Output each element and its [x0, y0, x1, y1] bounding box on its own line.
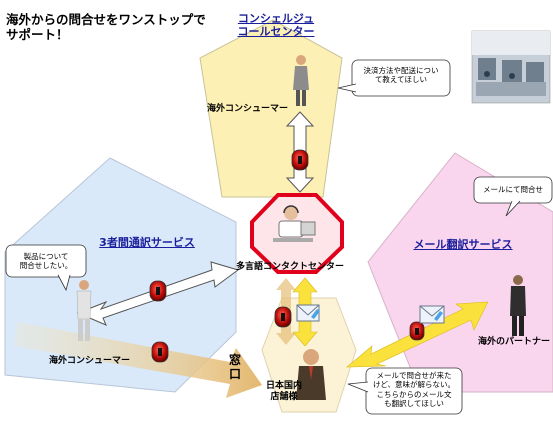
mail-translation-label: メール翻訳サービス: [413, 238, 513, 251]
bubble-mail-inquiry-text: メールにて問合せ: [483, 185, 543, 194]
contact-center-label: 多言語コンタクトセンター: [236, 262, 345, 272]
office-photo: [471, 30, 551, 104]
envelope-icon: [296, 304, 320, 322]
lock-icon: [291, 149, 309, 171]
overseas-consumer-top-label: 海外コンシューマー: [207, 104, 289, 114]
overseas-partner-label: 海外のパートナー: [478, 337, 551, 347]
concierge-label: コンシェルジュ コールセンター: [237, 12, 315, 39]
domestic-store-label: 日本国内 店舗様: [266, 381, 303, 402]
operator-figure: [293, 55, 309, 106]
store-staff-figure: [296, 349, 326, 400]
lock-icon: [149, 280, 167, 302]
bubble-payment: [337, 59, 451, 97]
lock-icon: [151, 341, 169, 363]
page-headline: 海外からの問合せをワンストップで サポート！: [6, 12, 206, 42]
bubble-mail-inquiry: [473, 176, 553, 217]
bubble-payment-text: 決済方法や配送につい て教えてほしい: [363, 66, 439, 85]
interpretation-label: 3者間通訳サービス: [99, 236, 195, 249]
window-label: 窓 口: [229, 353, 242, 381]
headset-operator-icon: [273, 205, 316, 242]
envelope-icon: [419, 305, 445, 324]
tan-arrow: [14, 322, 262, 398]
bubble-product-text: 製品について 問合せしたい。: [19, 252, 73, 271]
bubble-store-text: メールで問合せが来た けど、意味が解らない。 こちらからのメール文 も翻訳してほ…: [372, 371, 456, 409]
bubble-product: [5, 244, 87, 292]
partner-figure: [510, 275, 526, 336]
consumer-figure: [76, 280, 92, 341]
lock-icon: [274, 306, 292, 328]
overseas-consumer-left-label: 海外コンシューマー: [49, 356, 131, 366]
bubble-store: [347, 367, 463, 415]
lock-icon: [409, 321, 425, 341]
